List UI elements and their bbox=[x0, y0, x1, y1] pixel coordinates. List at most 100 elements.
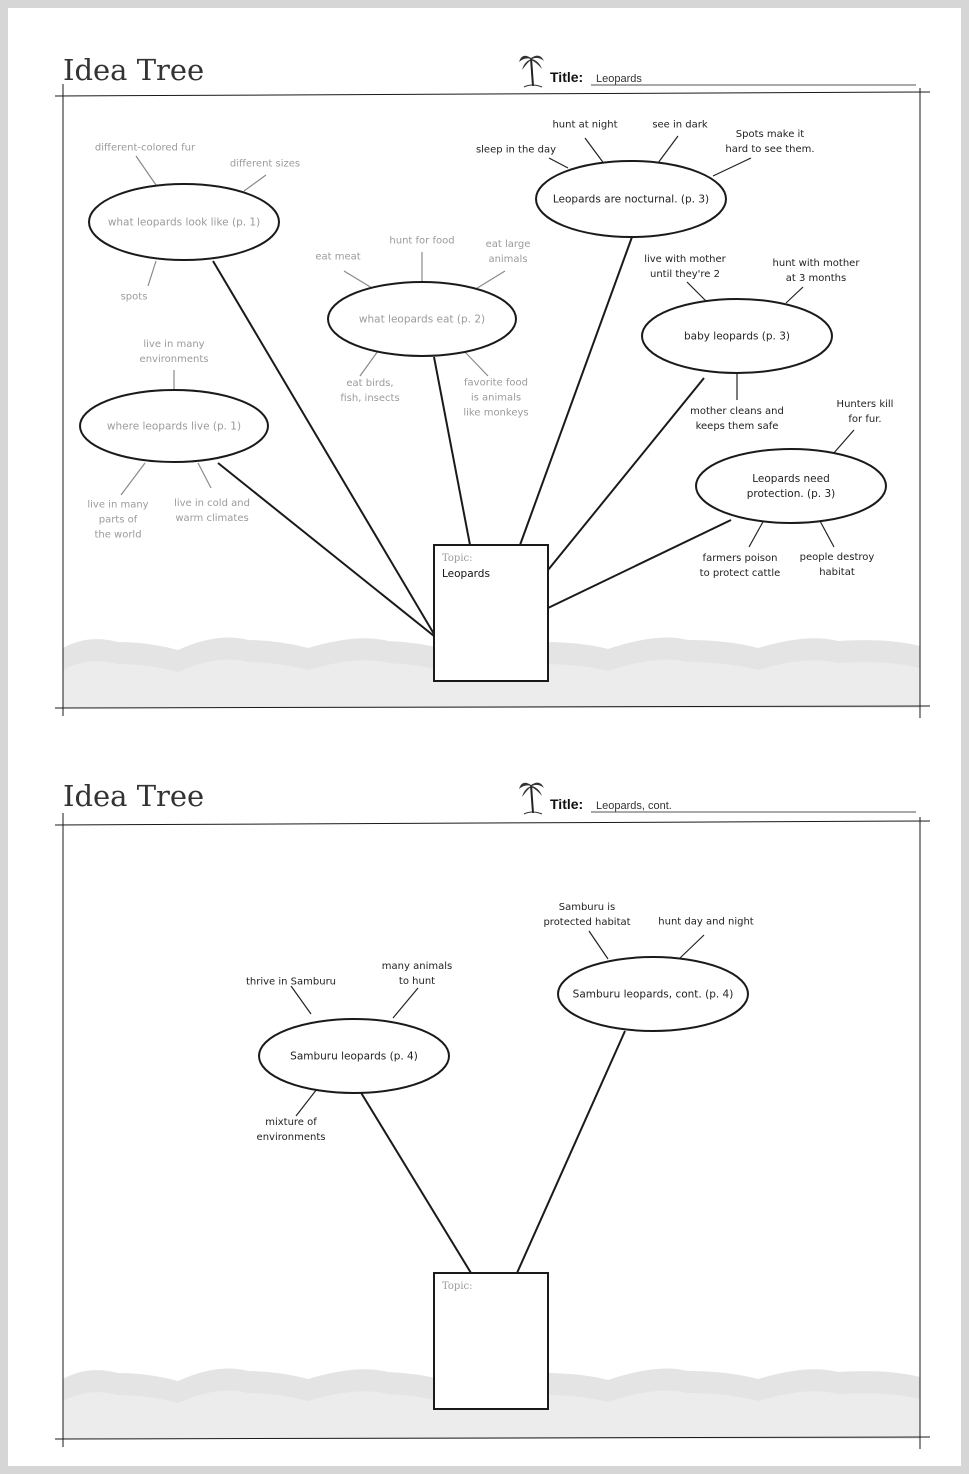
bubble-label: Samburu leopards (p. 4) bbox=[290, 1051, 418, 1063]
frame-top-line bbox=[54, 820, 931, 826]
bubble-label-line: baby leopards (p. 3) bbox=[684, 331, 790, 343]
detail-text-line: hunt at night bbox=[552, 120, 617, 131]
idea-bubble: sleep in the day hunt at night see in dark… bbox=[476, 120, 815, 238]
detail-connector bbox=[588, 930, 609, 960]
detail-connector bbox=[657, 135, 679, 164]
detail-text-line: live in many bbox=[143, 339, 204, 350]
bubble-label-line: Leopards are nocturnal. (p. 3) bbox=[553, 194, 709, 206]
detail-text: sleep in the day bbox=[476, 145, 556, 156]
detail-text-line: farmers poison bbox=[703, 553, 778, 564]
detail-text-line: different-colored fur bbox=[95, 143, 196, 154]
bubble-ellipse bbox=[88, 183, 280, 261]
detail-connector bbox=[712, 157, 752, 177]
detail-text-line: at 3 months bbox=[786, 273, 846, 284]
detail-text-line: like monkeys bbox=[463, 408, 528, 419]
frame-bottom-line bbox=[54, 1436, 931, 1440]
detail-text-line: favorite food bbox=[464, 378, 528, 389]
bubble-label: what leopards look like (p. 1) bbox=[108, 217, 260, 229]
bubble-ellipse bbox=[557, 956, 749, 1032]
detail-text-line: hard to see them. bbox=[725, 144, 814, 155]
detail-connector bbox=[392, 987, 419, 1019]
detail-text: see in dark bbox=[652, 120, 708, 131]
detail-text: thrive in Samburu bbox=[246, 977, 336, 988]
detail-text: people destroy habitat bbox=[800, 552, 875, 578]
branch-line bbox=[359, 1090, 472, 1274]
detail-text-line: the world bbox=[94, 530, 141, 541]
detail-text-line: Hunters kill bbox=[837, 399, 894, 410]
title-label: Title: bbox=[550, 69, 583, 85]
detail-text: eat meat bbox=[315, 252, 360, 263]
detail-text-line: animals bbox=[488, 254, 527, 265]
detail-text: hunt for food bbox=[389, 236, 454, 247]
detail-connector bbox=[678, 934, 705, 960]
bubble-ellipse bbox=[327, 281, 517, 357]
bubble-label-line: Samburu leopards (p. 4) bbox=[290, 1051, 418, 1063]
detail-text-line: see in dark bbox=[652, 120, 708, 131]
detail-text-line: environments bbox=[140, 354, 209, 365]
detail-connector bbox=[819, 520, 835, 548]
detail-text-line: hunt day and night bbox=[658, 917, 753, 928]
bubble-label: Leopards are nocturnal. (p. 3) bbox=[553, 194, 709, 206]
bubble-ellipse bbox=[641, 298, 833, 374]
bubble-label-line: what leopards look like (p. 1) bbox=[108, 217, 260, 229]
detail-text-line: different sizes bbox=[230, 159, 300, 170]
detail-text: different-colored fur bbox=[95, 143, 196, 154]
detail-text-line: habitat bbox=[819, 567, 855, 578]
bubble-label: baby leopards (p. 3) bbox=[684, 331, 790, 343]
palm-tree-icon bbox=[519, 55, 544, 88]
detail-connector bbox=[548, 157, 569, 169]
detail-text: hunt with mother at 3 months bbox=[773, 258, 861, 284]
detail-connector bbox=[832, 429, 855, 455]
bubble-ellipse bbox=[258, 1018, 450, 1094]
detail-text-line: many animals bbox=[382, 961, 452, 972]
detail-text-line: mixture of bbox=[265, 1117, 317, 1128]
detail-text-line: protected habitat bbox=[543, 917, 630, 928]
detail-connector bbox=[584, 137, 606, 166]
branch-line bbox=[433, 356, 471, 546]
detail-connector bbox=[197, 462, 212, 489]
detail-text: eat birds,fish, insects bbox=[340, 378, 399, 404]
bubble-label-line: protection. (p. 3) bbox=[747, 488, 836, 500]
detail-text-line: Spots make it bbox=[736, 129, 805, 140]
bubble-label: Samburu leopards, cont. (p. 4) bbox=[573, 989, 734, 1001]
bubble-ellipse bbox=[695, 448, 887, 524]
detail-text-line: hunt for food bbox=[389, 236, 454, 247]
branch-line bbox=[547, 519, 732, 609]
detail-text: farmers poison to protect cattle bbox=[700, 553, 781, 579]
topic-box bbox=[433, 1272, 549, 1410]
bubble-ellipse bbox=[79, 389, 269, 463]
title-label: Title: bbox=[550, 796, 583, 812]
topic-box bbox=[433, 544, 549, 682]
bubble-label-line: what leopards eat (p. 2) bbox=[359, 314, 485, 326]
detail-text-line: hunt with mother bbox=[773, 258, 861, 269]
detail-text-line: keeps them safe bbox=[696, 421, 779, 432]
detail-text-line: to protect cattle bbox=[700, 568, 781, 579]
detail-text: live in many environments bbox=[140, 339, 209, 365]
ground-texture-layer bbox=[63, 1390, 920, 1439]
detail-text-line: sleep in the day bbox=[476, 145, 556, 156]
detail-text: Spots make it hard to see them. bbox=[725, 129, 814, 155]
detail-text-line: people destroy bbox=[800, 552, 875, 563]
detail-connector bbox=[473, 270, 506, 291]
ground-texture-layer bbox=[63, 659, 920, 708]
detail-text-line: is animals bbox=[471, 393, 521, 404]
bubble-ellipse bbox=[535, 160, 727, 238]
frame-bottom-line bbox=[54, 705, 931, 709]
detail-connector bbox=[243, 174, 267, 192]
detail-connector bbox=[290, 985, 312, 1015]
detail-text-line: live with mother bbox=[644, 254, 726, 265]
detail-text-line: warm climates bbox=[175, 513, 248, 524]
detail-text-line: live in many bbox=[87, 500, 148, 511]
